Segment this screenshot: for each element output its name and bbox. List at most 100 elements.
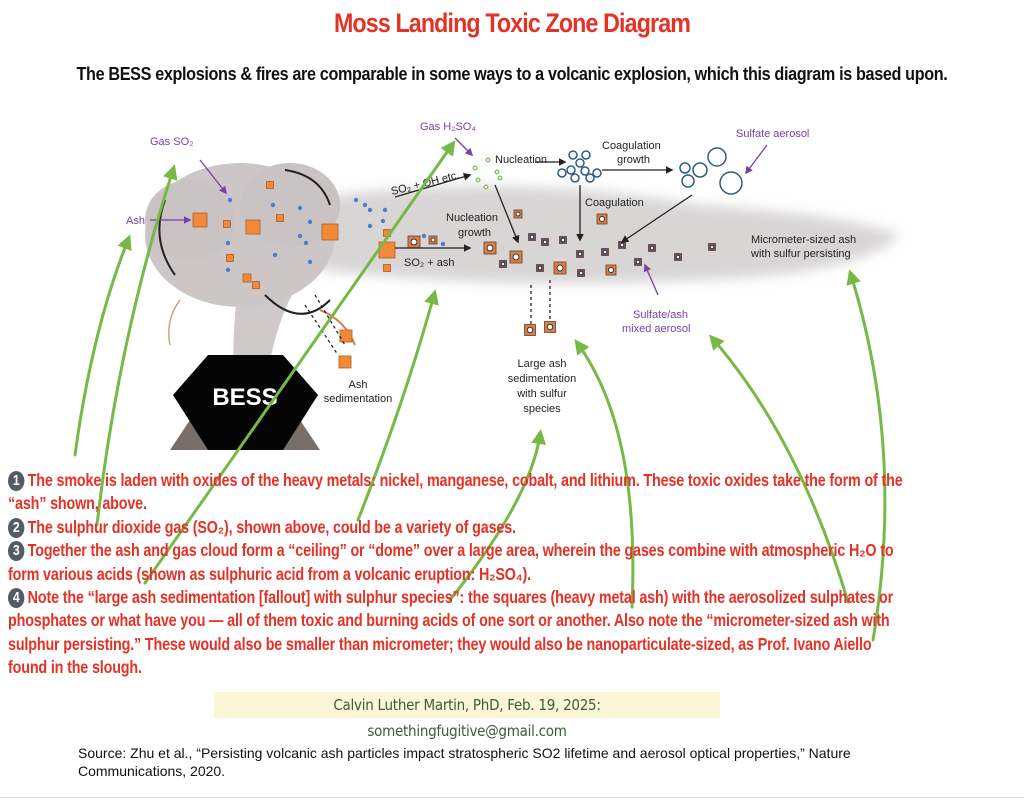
ash-particle [321,223,339,241]
note-text: found in the slough. [8,657,142,678]
sulfate-coating [529,234,535,240]
annotation-arrow [356,289,439,522]
note-number-badge: 4 [8,588,25,609]
sulfate-coating [546,323,554,331]
gas-molecule [380,218,386,224]
note-number-badge: 3 [8,541,25,562]
gas-molecule [472,165,478,171]
note-text: Together the ash and gas cloud form a “c… [27,540,894,561]
label-micrometer-1: Micrometer-sized ash [751,234,856,246]
author-text: Calvin Luther Martin, PhD, Feb. 19, 2025… [333,696,601,740]
sulfate-coating [635,259,641,265]
note-text: “ash” shown, above. [8,493,147,514]
label-so2-ash: SO₂ + ash [404,257,454,269]
ash-particle [338,355,352,369]
ash-particle [245,219,261,235]
label-ash-sed-1: Ash [349,379,368,391]
label-coagulation-growth-1: Coagulation [602,140,661,152]
ash-particle [226,254,234,262]
label-gas-h2so4: Gas H₂SO₄ [420,121,476,133]
note-number-badge: 1 [8,471,25,491]
label-ash: Ash [126,215,145,227]
note-text: The smoke is laden with oxides of the he… [27,470,903,490]
annotation-arrow [846,269,887,642]
sulfate-aerosol-droplet [566,165,576,175]
annotation-arrow [73,234,132,457]
label-ash-sed-2: sedimentation [324,393,393,405]
label-gas-so2: Gas SO₂ [150,136,193,148]
annotation-arrow [143,140,456,585]
ash-particle [266,181,274,189]
gas-molecule [303,240,309,246]
label-mixed-1: Sulfate/ash [633,309,688,321]
sulfate-coating [577,251,583,257]
ash-particle [242,273,252,283]
sulfate-coating [602,249,608,255]
divider [0,797,1024,798]
sulfate-aerosol-droplet [692,162,708,178]
note-1-line: “ash” shown, above. [8,492,836,515]
gas-molecule [440,241,446,247]
sulfate-aerosol-droplet [580,166,590,176]
label-large-4: species [523,403,561,415]
sulfate-coating [608,267,614,273]
annotation-arrows [73,140,887,642]
note-4-line: sulphur persisting.” These would also be… [8,633,872,656]
gas-molecule [272,252,278,258]
sulfate-aerosol-droplet [581,150,591,160]
sulfate-coating [649,245,655,251]
note-4-line: found in the slough. [8,656,836,679]
gas-molecule [367,207,373,213]
gas-molecule [497,175,503,181]
sulfate-coating [537,265,543,271]
note-4-line: phosphates or what have you — all of the… [8,609,890,632]
note-text: sulphur persisting.” These would also be… [8,633,872,654]
ash-particle [276,214,284,222]
sulfate-coating [599,216,605,222]
sulfate-aerosol-droplet [575,158,585,168]
label-nucleation: Nucleation [495,154,547,166]
sulfate-coating [556,264,564,272]
bess-hexagon: BESS [170,355,320,450]
label-nucleation-growth-2: growth [458,227,491,239]
sulfate-aerosol-droplet [719,171,743,195]
sulfate-aerosol-droplet [707,147,727,167]
ash-particle [223,220,231,228]
gas-molecule [225,267,231,273]
label-sulfate-aerosol: Sulfate aerosol [736,128,809,140]
label-nucleation-growth-1: Nucleation [446,212,498,224]
gas-molecule [270,202,276,208]
gas-molecule [225,240,231,246]
sulfate-coating [560,237,566,243]
ash-particle [252,281,260,289]
sulfate-aerosol-droplet [557,168,567,178]
author-credit: Calvin Luther Martin, PhD, Feb. 19, 2025… [214,692,720,740]
note-text: form various acids (shown as sulphuric a… [8,563,531,584]
sulfate-coating [515,211,521,217]
annotation-arrow [709,334,850,604]
gas-molecule [475,177,481,183]
label-micrometer-2: with sulfur persisting [750,248,851,260]
sulfate-coating [619,242,625,248]
note-number-badge: 2 [8,517,25,538]
sulfate-aerosol-droplet [679,162,691,174]
source-citation: Source: Zhu et al., “Persisting volcanic… [78,745,851,779]
gas-molecule [494,169,500,175]
sulfate-coating [410,238,418,246]
gas-molecule [362,202,368,208]
label-large-3: with sulfur [516,388,567,400]
sulfate-aerosol-droplet [568,150,578,160]
page-title: Moss Landing Toxic Zone Diagram [333,8,691,38]
sulfate-aerosol-droplet [570,173,580,183]
gas-molecule [297,205,303,211]
smoke-plume [145,163,900,400]
sulfate-aerosol-droplet [585,173,595,183]
label-large-1: Large ash [518,358,567,370]
process-arrows [304,158,693,356]
sulfate-coating [542,239,548,245]
gas-molecule [297,233,303,239]
